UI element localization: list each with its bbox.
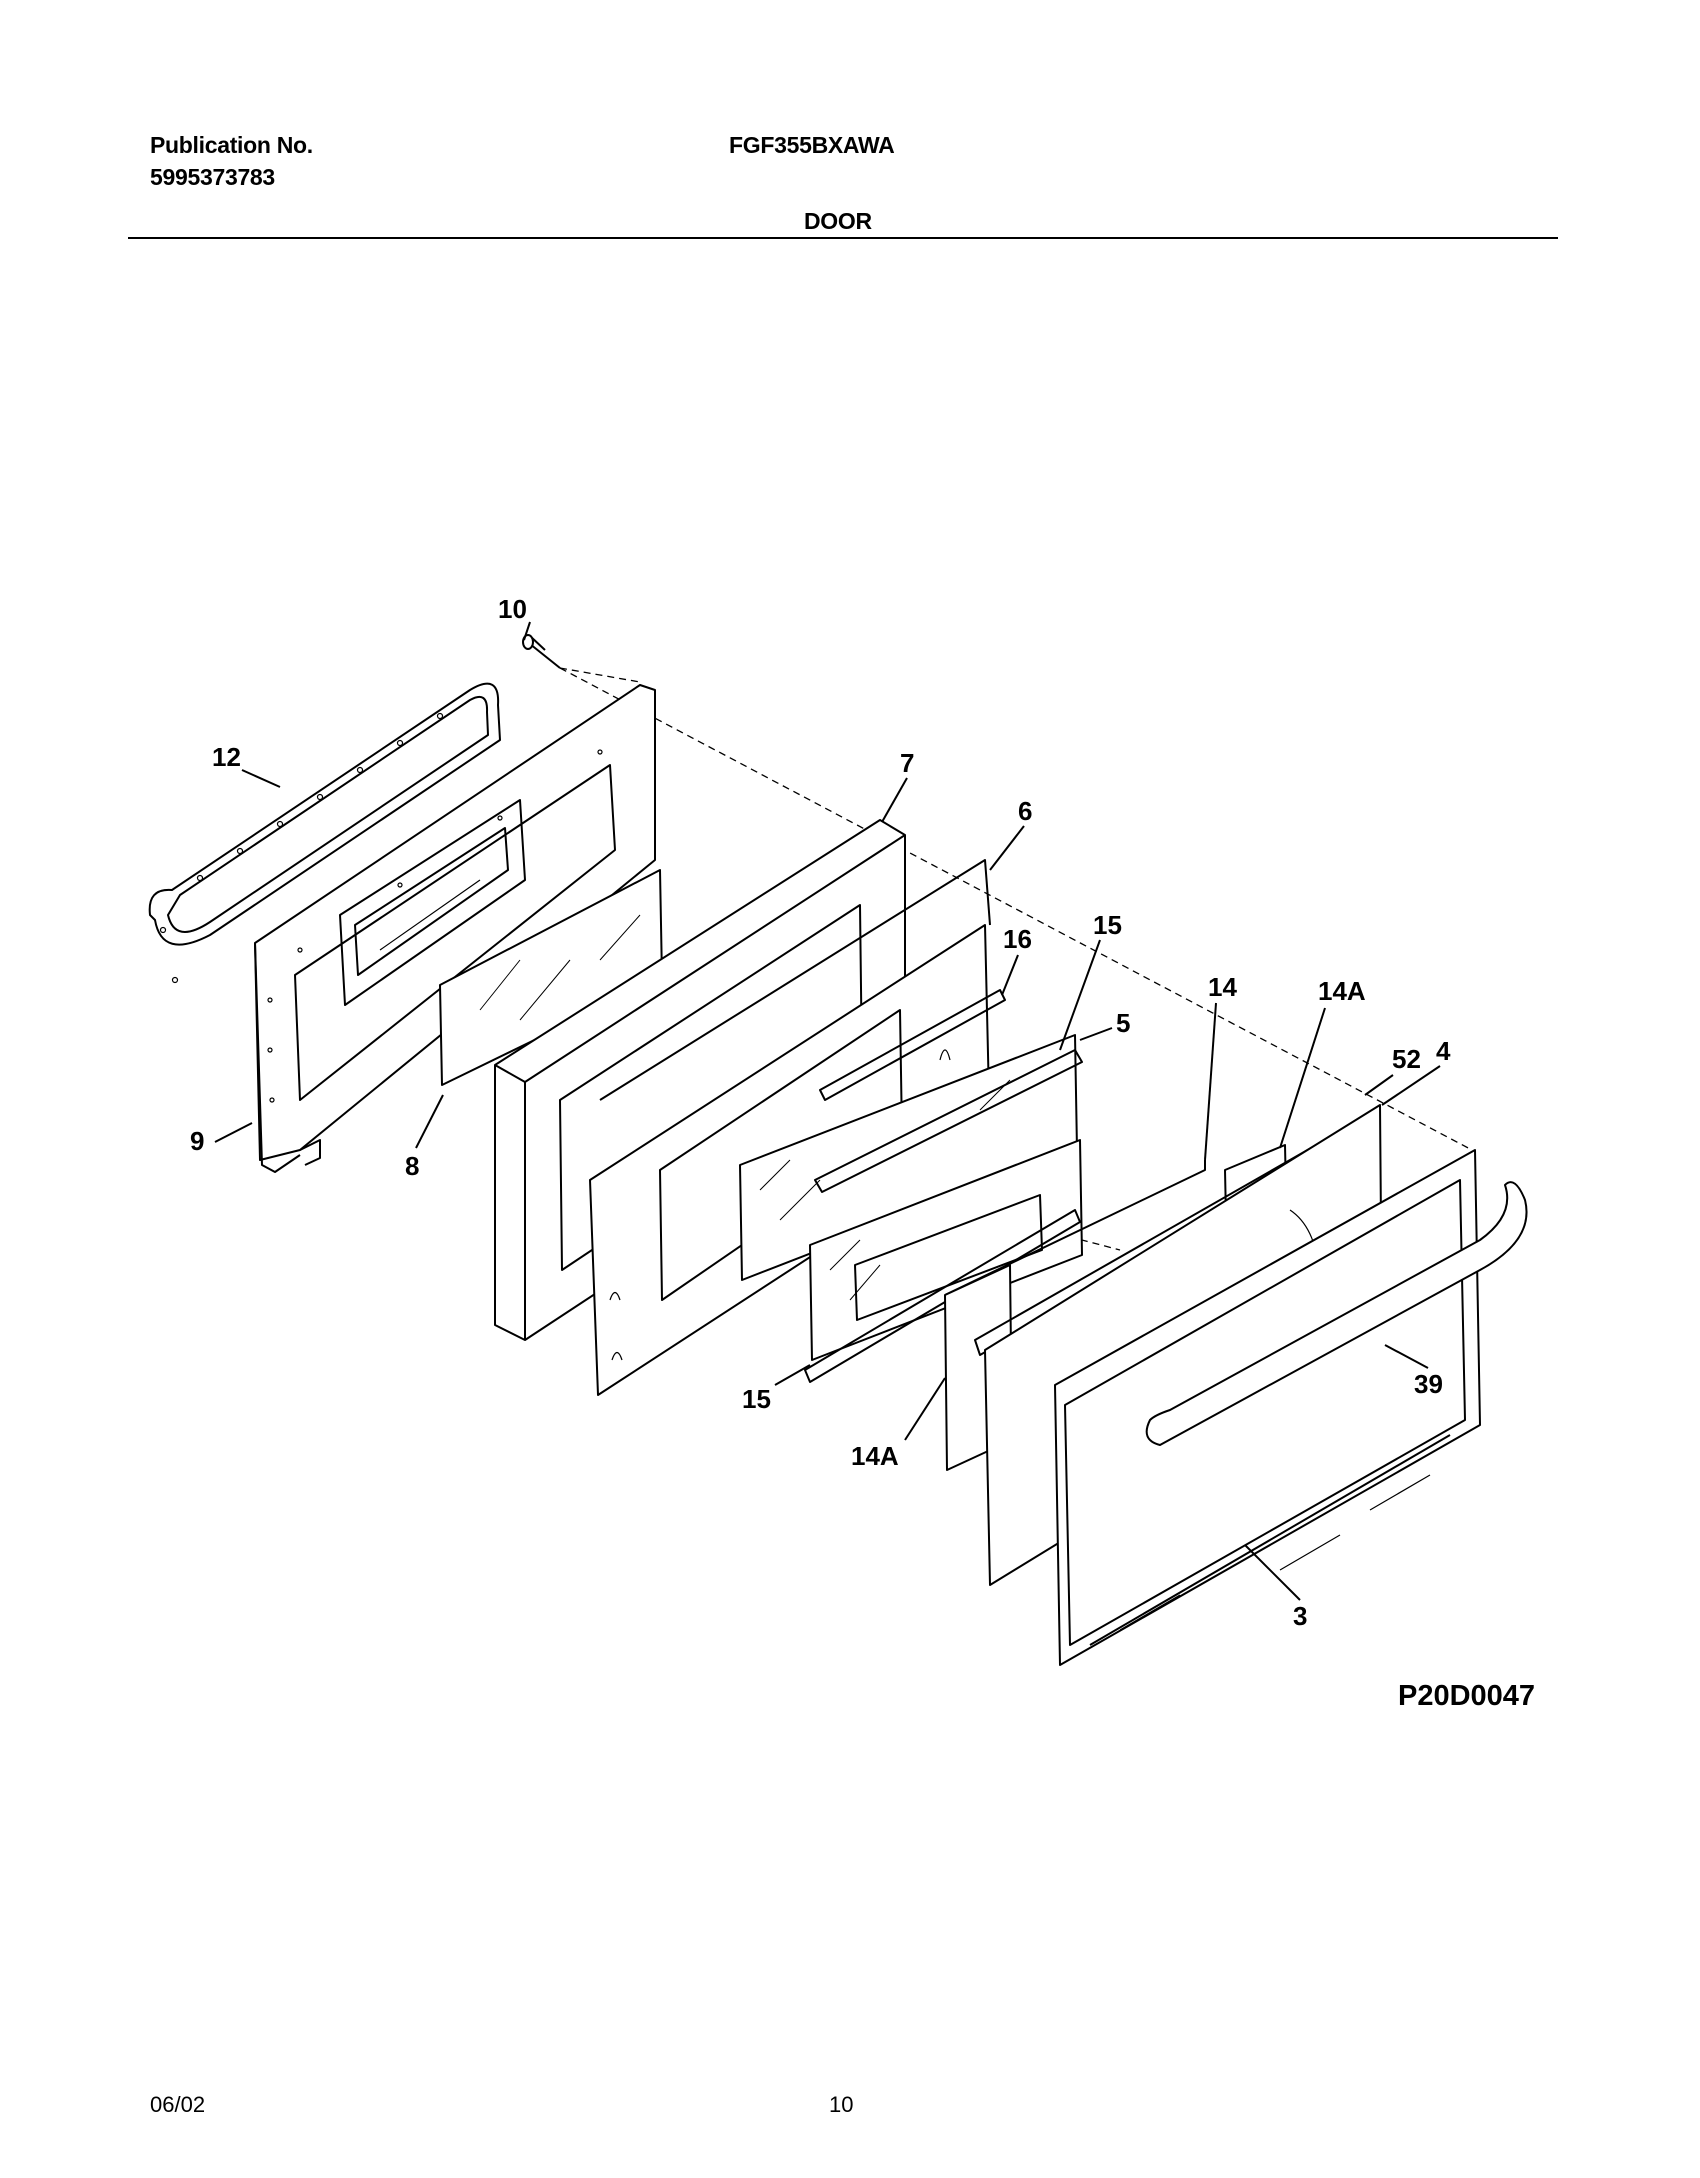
callout-8: 8 xyxy=(405,1151,419,1181)
callout-3: 3 xyxy=(1293,1601,1307,1631)
part-3-outer-frame xyxy=(1054,1149,1481,1666)
callout-14a-top: 14A xyxy=(1318,976,1366,1006)
callout-12: 12 xyxy=(212,742,241,772)
figure-id: P20D0047 xyxy=(1398,1680,1535,1712)
callout-4: 4 xyxy=(1436,1036,1451,1066)
section-title: DOOR xyxy=(804,208,872,234)
callout-15-bottom: 15 xyxy=(742,1384,771,1414)
part-15-glass-bracket-top xyxy=(814,1049,1083,1193)
callout-7: 7 xyxy=(900,748,914,778)
model-number: FGF355BXAWA xyxy=(729,132,895,158)
callout-6: 6 xyxy=(1018,796,1032,826)
callout-14: 14 xyxy=(1208,972,1237,1002)
callout-39: 39 xyxy=(1414,1369,1443,1399)
part-39-handle xyxy=(1145,1181,1528,1446)
part-10-screw xyxy=(522,634,561,669)
callout-5: 5 xyxy=(1116,1008,1130,1038)
callout-10: 10 xyxy=(498,594,527,624)
callout-9: 9 xyxy=(190,1126,204,1156)
callout-15-top: 15 xyxy=(1093,910,1122,940)
part-14-insulation-sheet xyxy=(944,1160,1206,1296)
part-16-retainer xyxy=(819,989,1006,1101)
callout-16: 16 xyxy=(1003,924,1032,954)
part-15-glass-bracket-bottom xyxy=(804,1209,1081,1383)
publication-label: Publication No. xyxy=(150,132,313,158)
callout-labels: 10 12 9 8 7 6 16 15 5 14 14A 52 4 39 15 … xyxy=(190,594,1451,1631)
part-5-glass-pack xyxy=(739,1034,1083,1361)
callout-leaders xyxy=(214,621,1441,1601)
part-9-door-liner xyxy=(254,684,656,1173)
callout-14a-bottom: 14A xyxy=(851,1441,899,1471)
publication-number: 5995373783 xyxy=(150,164,275,190)
header-rule xyxy=(128,237,1558,239)
part-12-door-gasket xyxy=(148,682,501,984)
footer-page-number: 10 xyxy=(829,2092,854,2117)
footer-date: 06/02 xyxy=(150,2092,206,2117)
callout-52: 52 xyxy=(1392,1044,1421,1074)
